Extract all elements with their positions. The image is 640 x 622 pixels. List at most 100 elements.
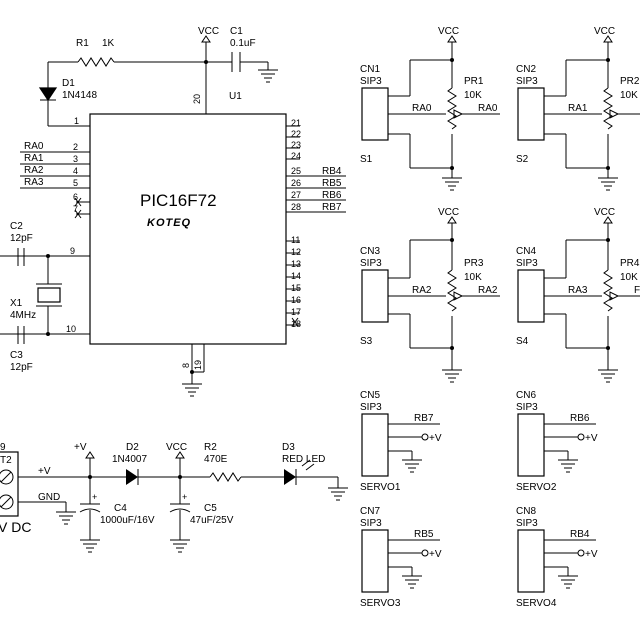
s4-label: S4 bbox=[516, 336, 529, 347]
c5-value: 47uF/25V bbox=[190, 515, 234, 526]
sip3-connector-cn1 bbox=[361, 87, 389, 141]
pin-15: 15 bbox=[291, 283, 301, 293]
pin-11: 11 bbox=[291, 235, 300, 245]
screw-terminal-icon bbox=[0, 469, 14, 485]
c1-ref: C1 bbox=[230, 26, 243, 37]
cn5-type: SIP3 bbox=[360, 402, 382, 413]
c2-ref: C2 bbox=[10, 221, 23, 232]
servo-3: CN7 SIP3 RB5 +V SERVO3 bbox=[360, 506, 442, 609]
vcc-arrow-icon bbox=[85, 451, 95, 459]
servo-2: CN6 SIP3 RB6 +V SERVO2 bbox=[516, 390, 598, 493]
cn3-net: RA2 bbox=[412, 285, 432, 296]
pin-2: 2 bbox=[73, 142, 78, 152]
pin-28: 28 bbox=[291, 202, 301, 212]
pr1-ref: PR1 bbox=[464, 76, 484, 87]
cn4-type: SIP3 bbox=[516, 258, 538, 269]
r1-ref: R1 bbox=[76, 38, 89, 49]
c4-value: 1000uF/16V bbox=[100, 515, 155, 526]
pin-19: 19 bbox=[193, 360, 203, 370]
pin-23: 23 bbox=[291, 140, 301, 150]
cn8-v: +V bbox=[585, 549, 598, 560]
pin-17: 17 bbox=[291, 307, 301, 317]
cn2-type: SIP3 bbox=[516, 76, 538, 87]
ground-icon bbox=[598, 369, 618, 383]
pin-24: 24 bbox=[291, 151, 301, 161]
reset-circuit: VCC R1 1K D1 1N4148 C1 0.1uF bbox=[38, 26, 278, 126]
cn5-ref: CN5 bbox=[360, 390, 380, 401]
vcc-label-s1: VCC bbox=[438, 26, 459, 37]
cn5-v: +V bbox=[429, 433, 442, 444]
cn1-ref: CN1 bbox=[360, 64, 380, 75]
potentiometer-pr4 bbox=[603, 269, 613, 312]
pin-16: 16 bbox=[291, 295, 301, 305]
dc-label: V DC bbox=[0, 519, 31, 535]
terminal-icon bbox=[421, 433, 429, 441]
sip3-connector-cn3 bbox=[361, 269, 389, 323]
diode-d1-icon bbox=[38, 87, 58, 102]
pr1-net: RA0 bbox=[478, 103, 498, 114]
cn3-type: SIP3 bbox=[360, 258, 382, 269]
label-ra1: RA1 bbox=[24, 153, 44, 164]
oscillator: C2 12pF X1 4MHz C3 12pF bbox=[10, 221, 62, 373]
ground-icon bbox=[56, 511, 76, 525]
s2-label: S2 bbox=[516, 154, 529, 165]
sip3-connector-cn8 bbox=[517, 529, 545, 593]
pr2-ref: PR2 bbox=[620, 76, 640, 87]
potentiometer-pr2 bbox=[603, 87, 613, 130]
s1-label: S1 bbox=[360, 154, 373, 165]
servo2-label: SERVO2 bbox=[516, 482, 557, 493]
c4-ref: C4 bbox=[114, 503, 127, 514]
pot-s2: CN2 SIP3 RA1 VCC PR2 10K S2 bbox=[516, 26, 640, 191]
ground-icon bbox=[170, 539, 190, 553]
potentiometer-pr3 bbox=[447, 269, 457, 312]
pr2-value: 10K bbox=[620, 90, 638, 101]
c3-value: 12pF bbox=[10, 362, 33, 373]
cn7-v: +V bbox=[429, 549, 442, 560]
label-rb6: RB6 bbox=[322, 190, 342, 201]
ground-icon bbox=[80, 539, 100, 553]
d2-value: 1N4007 bbox=[112, 454, 147, 465]
cn6-v: +V bbox=[585, 433, 598, 444]
label-rb7: RB7 bbox=[322, 202, 342, 213]
plus-v-label-in: +V bbox=[38, 466, 51, 477]
cn5-sig: RB7 bbox=[414, 413, 434, 424]
gnd-label: GND bbox=[38, 492, 60, 503]
pin-10: 10 bbox=[66, 324, 76, 334]
resistor-r1 bbox=[77, 57, 115, 67]
cn8-ref: CN8 bbox=[516, 506, 536, 517]
c1-value: 0.1uF bbox=[230, 38, 256, 49]
mcu-part: PIC16F72 bbox=[140, 191, 217, 210]
c2-value: 12pF bbox=[10, 233, 33, 244]
sip3-connector-cn6 bbox=[517, 413, 545, 477]
pot-s4: CN4 SIP3 RA3 VCC PR4 10K F S4 bbox=[516, 207, 640, 383]
d3-value: RED LED bbox=[282, 454, 325, 465]
cn8-type: SIP3 bbox=[516, 518, 538, 529]
mcu-body bbox=[89, 113, 287, 345]
light-rays-icon bbox=[301, 459, 315, 471]
ground-icon bbox=[402, 575, 422, 589]
cn1-net: RA0 bbox=[412, 103, 432, 114]
diode-d2-icon bbox=[126, 469, 138, 485]
pr3-ref: PR3 bbox=[464, 258, 484, 269]
c5-plus: + bbox=[182, 492, 187, 502]
vcc-label-mcu: VCC bbox=[198, 26, 219, 37]
sip3-connector-cn7 bbox=[361, 529, 389, 593]
vcc-label-supply: VCC bbox=[166, 442, 187, 453]
pin-12: 12 bbox=[291, 247, 301, 257]
pr3-value: 10K bbox=[464, 272, 482, 283]
d3-ref: D3 bbox=[282, 442, 295, 453]
servo3-label: SERVO3 bbox=[360, 598, 401, 609]
cn4-ref: CN4 bbox=[516, 246, 536, 257]
ground-icon bbox=[402, 459, 422, 473]
label-rb5: RB5 bbox=[322, 178, 342, 189]
pr4-value: 10K bbox=[620, 272, 638, 283]
cn2-ref: CN2 bbox=[516, 64, 536, 75]
c5-ref: C5 bbox=[204, 503, 217, 514]
cn7-type: SIP3 bbox=[360, 518, 382, 529]
label-ra3: RA3 bbox=[24, 177, 44, 188]
ground-icon bbox=[598, 177, 618, 191]
cn4-net: RA3 bbox=[568, 285, 588, 296]
pin-14: 14 bbox=[291, 271, 301, 281]
ground-icon bbox=[558, 459, 578, 473]
servo-1: CN5 SIP3 RB7 +V SERVO1 bbox=[360, 390, 442, 493]
